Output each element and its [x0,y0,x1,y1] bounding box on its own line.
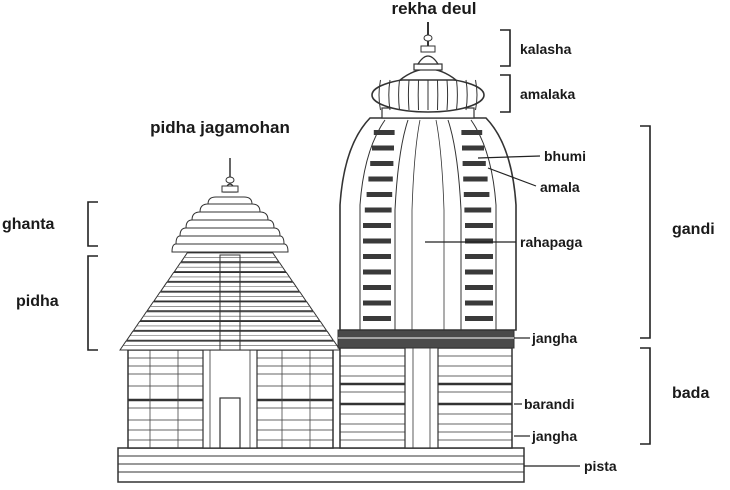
bhumi-band-right [465,254,493,259]
bhumi-band-left [363,254,391,259]
bhumi-band-right [462,145,484,151]
annotation-lines [87,29,651,467]
bhumi-band-right [465,300,493,306]
ghanta-ring [179,227,281,237]
bhumi-band-left [372,145,394,151]
bhumi-band-right [463,192,490,197]
label-kalasha: kalasha [520,41,572,57]
label-pista: pista [584,458,617,474]
bhumi-band-right [465,238,493,244]
ghanta-ring [185,219,275,229]
title-rekha-deul: rekha deul [391,0,476,18]
label-amala: amala [540,179,580,195]
bhumi-band-left [363,285,391,290]
bhumi-band-left [366,192,393,197]
bhumi-band-left [363,238,391,244]
bhumi-band-right [465,285,493,290]
bhumi-band-left [370,161,394,166]
bhumi-band-right [461,130,483,135]
label-ghanta: ghanta [2,216,55,233]
bhumi-band-right [463,176,488,182]
bhumi-band-right [464,207,492,213]
bhumi-band-left [364,207,392,213]
label-pidha: pidha [16,293,59,310]
bhumi-band-left [363,269,391,275]
bhumi-band-left [363,223,391,228]
label-gandi: gandi [672,221,715,238]
bhumi-band-right [462,161,486,166]
label-barandi: barandi [524,396,575,412]
bhumi-band-right [465,223,493,228]
label-jangha-upper: jangha [531,330,577,346]
bhumi-band-left [363,316,391,321]
bhumi-band-right [465,269,493,275]
title-pidha-jagamohan: pidha jagamohan [150,118,290,137]
ghanta-ring [171,243,289,253]
ghanta-ring [191,211,269,221]
bhumi-band-left [368,176,393,182]
bhumi-band-left [373,130,395,135]
label-amalaka: amalaka [520,86,575,102]
label-bhumi: bhumi [544,148,586,164]
label-bada: bada [672,385,709,402]
bhumi-band-left [363,300,391,306]
ghanta-ring [207,196,253,205]
deul-structure [337,22,517,449]
pista-platform [117,447,525,483]
bhumi-band-right [465,316,493,321]
label-rahapaga: rahapaga [520,234,582,250]
label-jangha-lower: jangha [531,428,577,444]
jagamohan-structure [119,158,341,449]
ghanta-ring [199,203,261,213]
ghanta-ring [175,235,285,245]
